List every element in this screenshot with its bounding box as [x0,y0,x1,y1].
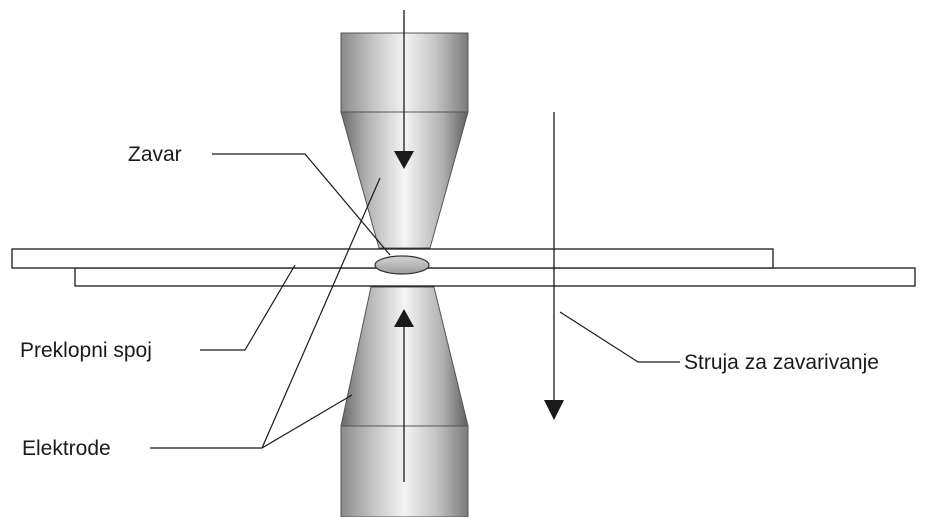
upper-electrode-tip [340,111,469,249]
current-leader-line [559,311,680,363]
label-welding-current: Struja za zavarivanje [684,351,879,374]
weld-nugget [374,255,430,275]
label-weld: Zavar [128,143,182,166]
force-arrow-up [394,309,414,482]
label-lap-joint: Preklopni spoj [20,339,152,362]
current-arrow [544,112,564,420]
force-arrow-down [394,10,414,169]
lower-sheet [74,267,916,287]
label-electrodes: Elektrode [22,437,111,460]
electrodes-leader-line-lower [261,394,353,449]
lap-joint-leader-line [200,264,296,351]
